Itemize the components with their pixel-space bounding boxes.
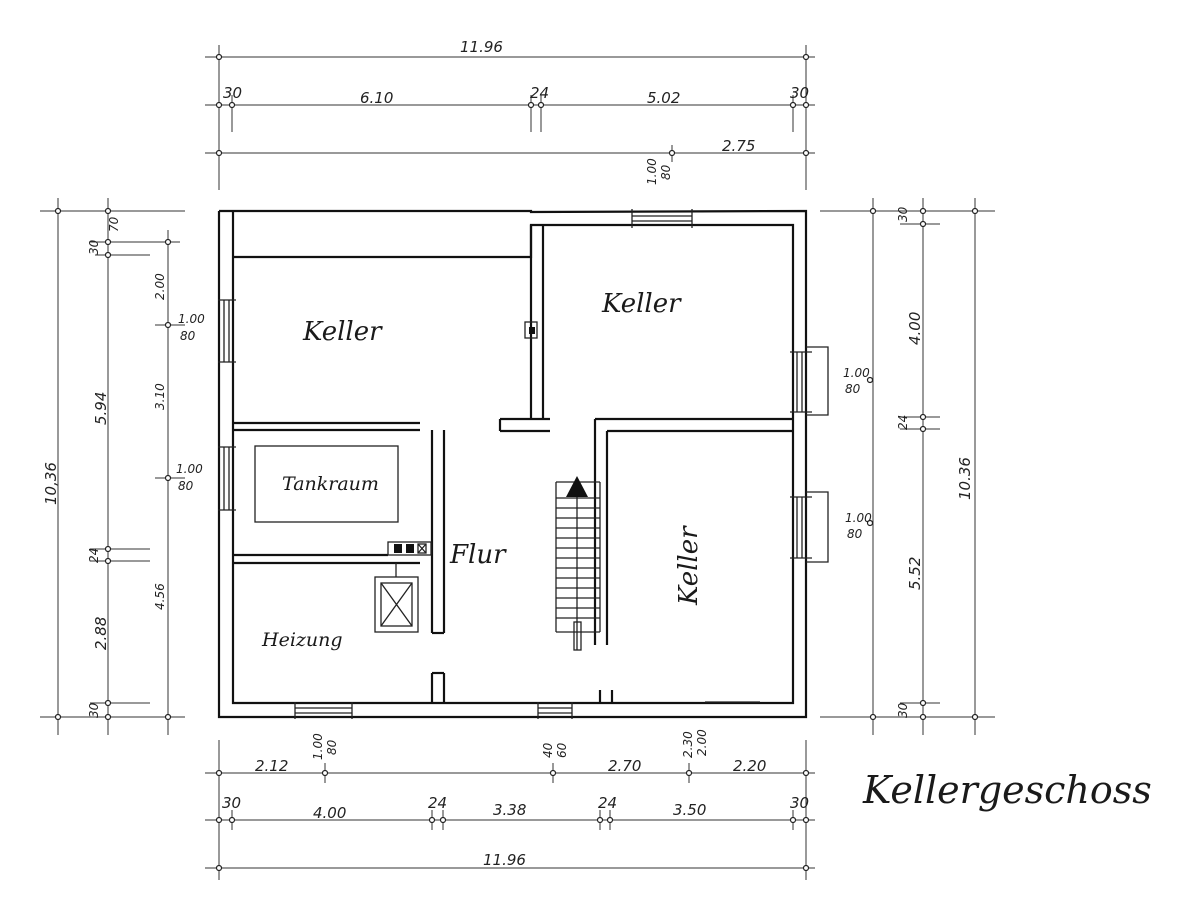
dim-top-wall-left: 30 [223, 84, 242, 102]
room-labels: Keller Keller Keller Tankraum Flur Heizu… [261, 289, 704, 651]
dim-top-window-height: 80 [659, 164, 673, 180]
dim-top-wall-right: 30 [790, 84, 809, 102]
dim-bottom-seg-220: 2.20 [733, 757, 766, 775]
dim-right-wall-bottom: 30 [896, 702, 910, 718]
dim-bottom-window-height: 80 [325, 739, 339, 755]
dim-left-window2-width: 1.00 [176, 462, 203, 476]
dim-right-window2-height: 80 [847, 527, 863, 541]
dim-right-total: 10.36 [956, 457, 974, 500]
room-label-keller-nw: Keller [302, 317, 383, 347]
vent-icon [524, 321, 538, 339]
dim-left-total: 10,36 [42, 462, 60, 505]
stair-direction-arrow-icon [566, 476, 588, 497]
dim-left-window1-height: 80 [180, 329, 196, 343]
dim-left-seg-200: 2.00 [153, 273, 167, 300]
room-label-flur: Flur [449, 540, 507, 570]
dim-bottom-window-width: 1.00 [311, 733, 325, 760]
dim-left-wall-bottom: 30 [87, 702, 101, 718]
dim-left-seg-594: 5.94 [92, 392, 110, 425]
dim-top-total: 11.96 [460, 38, 503, 56]
dim-left-seg-456: 4.56 [153, 583, 167, 610]
room-label-keller-se: Keller [674, 525, 704, 606]
dim-right-wall-mid: 24 [896, 415, 910, 430]
dim-left-wall-top: 30 [87, 239, 101, 255]
dim-bottom-door-height: 60 [555, 742, 569, 758]
walls [217, 209, 808, 719]
dim-right-seg-552: 5.52 [906, 557, 924, 590]
dim-left-seg-288: 2.88 [92, 617, 110, 650]
dim-top-wall-mid: 24 [530, 84, 549, 102]
dim-right-wall-top: 30 [896, 206, 910, 222]
dim-right-window1-width: 1.00 [843, 366, 870, 380]
room-label-heizung: Heizung [261, 629, 343, 651]
dim-bottom-wall-right: 30 [790, 794, 809, 812]
room-label-keller-ne: Keller [601, 289, 682, 319]
dim-right-window1-height: 80 [845, 382, 861, 396]
dim-left-wall-mid: 24 [87, 548, 101, 563]
dim-bottom-wall-mid2: 24 [598, 794, 617, 812]
dim-bottom-window2-width: 2.30 [681, 731, 695, 758]
tank-room-outline [254, 445, 399, 523]
drawing-title: Kellergeschoss [862, 768, 1152, 812]
dim-bottom-seg-400: 4.00 [313, 804, 346, 822]
dim-bottom-seg-338: 3.38 [493, 801, 526, 819]
dim-top-seg-left: 6.10 [360, 89, 393, 107]
stairs [555, 476, 601, 651]
dim-top-seg-275: 2.75 [722, 137, 755, 155]
flue-2-icon [406, 544, 414, 553]
dim-bottom-seg-212: 2.12 [255, 757, 288, 775]
dim-left-wall-top2: 70 [107, 216, 121, 232]
flue-1-icon [394, 544, 402, 553]
heating-fixtures [374, 321, 538, 633]
dim-bottom-total: 11.96 [483, 851, 526, 869]
dim-left-seg-310: 3.10 [153, 383, 167, 410]
room-label-tankraum: Tankraum [282, 473, 379, 495]
dim-bottom-seg-270: 2.70 [608, 757, 641, 775]
dim-right-window2-width: 1.00 [845, 511, 872, 525]
dim-bottom-wall-mid1: 24 [428, 794, 447, 812]
dim-bottom-wall-left: 30 [222, 794, 241, 812]
windows [218, 209, 829, 719]
bottom-dimension-chains: 2.12 1.00 80 40 60 2.70 2.30 2.00 2.20 3… [205, 729, 815, 880]
right-dimension-chains: 30 4.00 10.36 1.00 80 24 1.00 80 5.52 30 [820, 198, 995, 735]
dim-bottom-door-width: 40 [541, 742, 555, 758]
dim-bottom-window2-height: 2.00 [695, 729, 709, 756]
dim-top-window-width: 1.00 [645, 158, 659, 185]
dim-top-seg-right: 5.02 [647, 89, 680, 107]
dim-left-window2-height: 80 [178, 479, 194, 493]
dim-left-window1-width: 1.00 [178, 312, 205, 326]
dim-right-seg-400: 4.00 [906, 312, 924, 345]
left-dimension-chains: 10,36 5.94 30 70 2.00 1.00 80 3.10 1.00 … [40, 198, 205, 735]
dim-bottom-seg-350: 3.50 [673, 801, 706, 819]
top-dimension-chains: 11.96 30 6.10 24 5.02 30 1.00 80 2.75 [205, 38, 815, 190]
